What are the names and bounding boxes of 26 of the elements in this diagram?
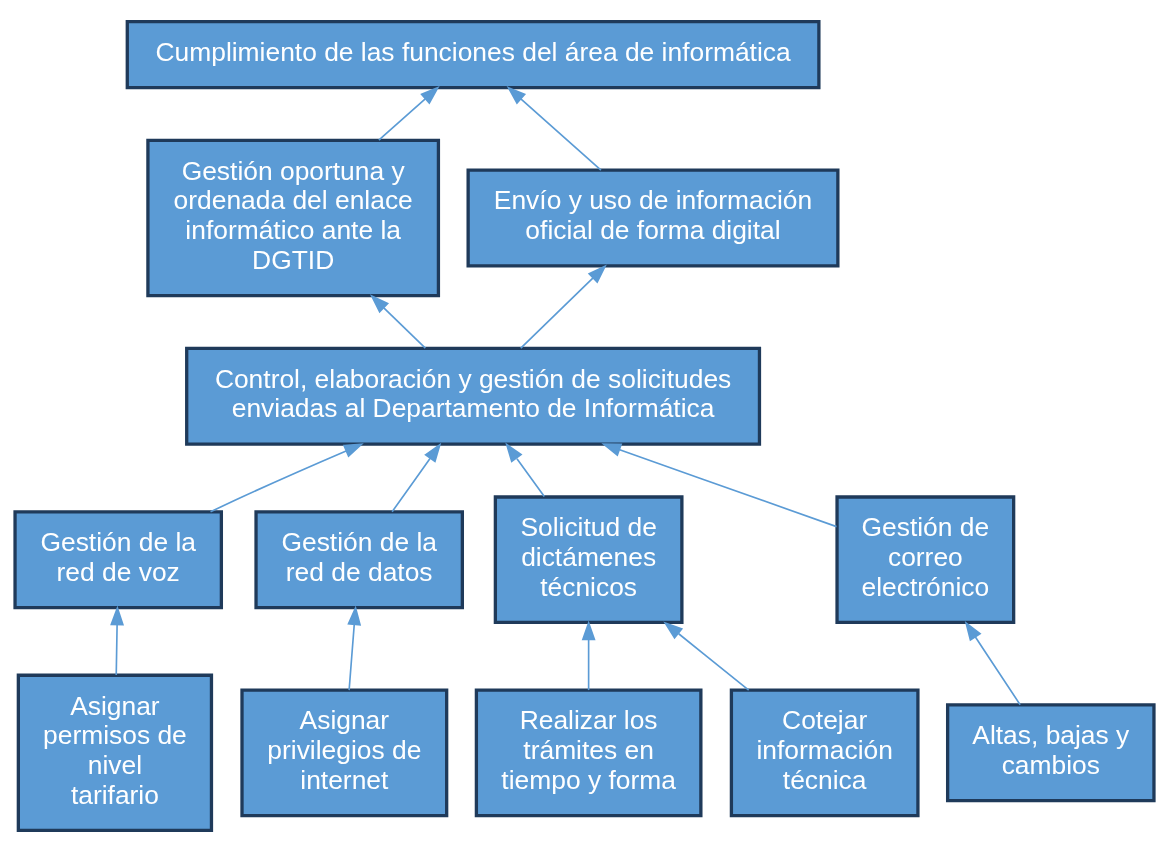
node-box: Control, elaboración y gestión de solicitudes enviadas al Departamento de Informática [185,346,762,446]
arrow [663,621,750,691]
arrow [964,621,1021,706]
arrow [369,294,427,350]
arrow [391,442,442,513]
arrow [209,443,364,513]
arrow [347,605,362,691]
arrow [110,605,125,676]
node-box: Cotejar información técnica [729,688,920,818]
arrow [520,264,607,350]
node-box: Realizar los trámites en tiempo y forma [474,688,703,818]
node-box: Envío y uso de información oficial de forma digital [466,168,840,268]
arrow [506,86,602,171]
node-box: Gestión de correo electrónico [835,495,1016,625]
arrow [378,86,440,141]
node-box: Gestión oportuna y ordenada del enlace informático ante la DGTID [146,138,441,298]
node-box: Gestión de la red de datos [254,510,464,610]
node-box: Gestión de la red de voz [13,510,223,610]
node-box: Asignar privilegios de internet [240,688,449,818]
arrow [581,620,596,691]
node-box: Cumplimiento de las funciones del área de informática [125,19,821,90]
node-box: Solicitud de dictámenes técnicos [493,495,684,625]
node-box: Altas, bajas y cambios [946,703,1156,803]
arrow [601,443,838,528]
arrow [505,442,546,498]
node-box: Asignar permisos de nivel tarifario [16,673,214,833]
